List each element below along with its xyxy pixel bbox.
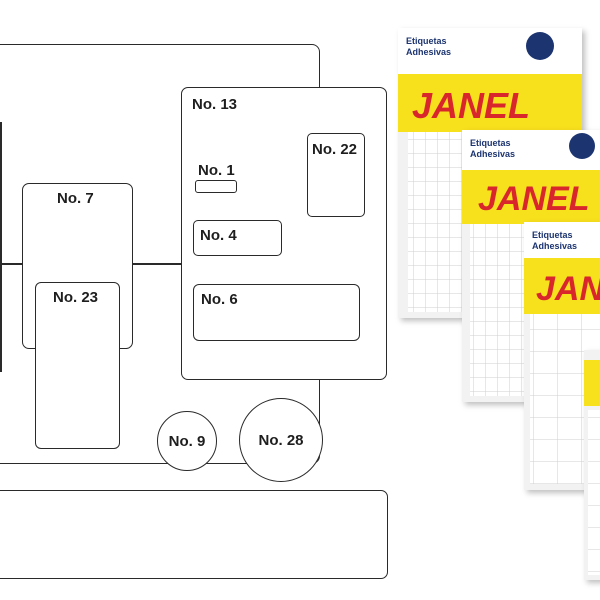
package-1-title-1: Etiquetas [406,36,447,46]
package-3-title-1: Etiquetas [532,230,573,240]
product-photo: Etiquetas Adhesivas JANEL Etiquetas Adhe… [390,0,600,600]
connector-right [131,263,183,265]
outline-bottom-wide [0,490,388,579]
label-no-22-text: No. 22 [312,141,358,158]
label-no-13-text: No. 13 [192,96,238,113]
label-no-23: No. 23 [35,282,120,449]
label-no-4: No. 4 [193,220,282,256]
package-1-title-2: Adhesivas [406,47,451,57]
label-no-9: No. 9 [157,411,217,471]
package-3-title-2: Adhesivas [532,241,577,251]
label-no-1-text: No. 1 [198,162,235,179]
package-3-brand: JANEL [536,270,600,308]
outline-left-partial [0,122,2,372]
label-no-9-text: No. 9 [168,432,206,450]
label-no-28-text: No. 28 [258,431,304,449]
package-2-title-1: Etiquetas [470,138,511,148]
label-no-6-text: No. 6 [201,291,238,308]
label-no-22: No. 22 [307,133,365,217]
connector-left [0,263,24,265]
janel-packages-illustration: Etiquetas Adhesivas JANEL Etiquetas Adhe… [398,28,600,580]
label-no-6: No. 6 [193,284,360,341]
package-2-brand: JANEL [478,180,589,218]
label-no-7-text: No. 7 [57,190,94,207]
package-2-title-2: Adhesivas [470,149,515,159]
label-no-1 [195,180,237,193]
label-no-28: No. 28 [239,398,323,482]
label-no-4-text: No. 4 [200,227,237,244]
package-1-brand: JANEL [412,85,530,126]
package-4 [584,350,600,580]
label-no-23-text: No. 23 [53,289,99,306]
